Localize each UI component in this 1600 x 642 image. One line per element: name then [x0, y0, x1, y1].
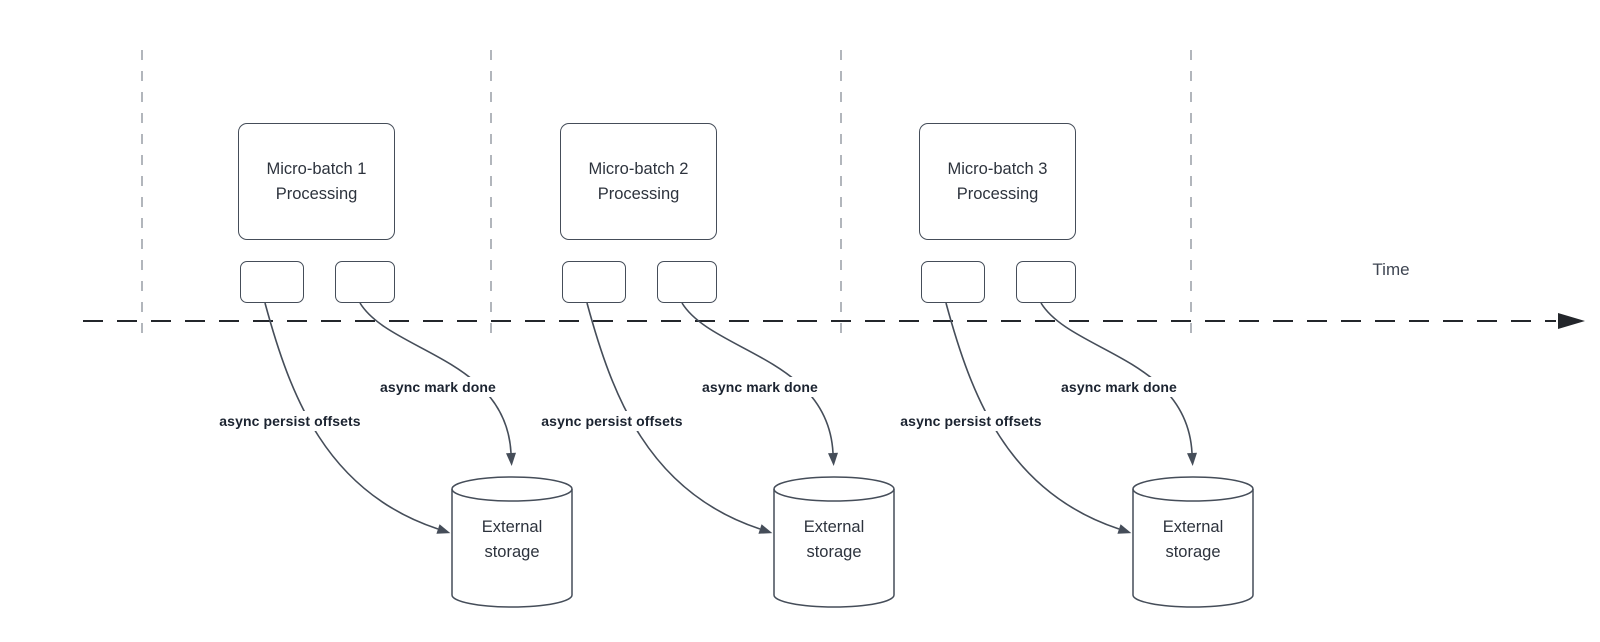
micro-batch-processing-box: Micro-batch 2 Processing — [560, 123, 717, 240]
task-box — [921, 261, 985, 303]
persist-offsets-label: async persist offsets — [190, 411, 390, 431]
task-box — [335, 261, 395, 303]
micro-batch-processing-box: Micro-batch 3 Processing — [919, 123, 1076, 240]
persist-offsets-label: async persist offsets — [512, 411, 712, 431]
persist-offsets-arrow — [264, 302, 451, 534]
external-storage-cylinder — [1132, 476, 1254, 608]
persist-offsets-arrow — [945, 302, 1132, 534]
micro-batch-processing-box: Micro-batch 1 Processing — [238, 123, 395, 240]
mark-done-arrow — [681, 302, 838, 466]
time-axis-arrowhead-icon — [1558, 313, 1585, 329]
persist-offsets-arrow — [586, 302, 773, 534]
task-box — [562, 261, 626, 303]
mark-done-arrow — [359, 302, 516, 466]
storage-label: External storage — [1162, 518, 1224, 561]
time-axis-label: Time — [1372, 260, 1410, 279]
storage-label: External storage — [803, 518, 865, 561]
external-storage-cylinder — [773, 476, 895, 608]
mark-done-arrow — [1040, 302, 1197, 466]
persist-offsets-label: async persist offsets — [871, 411, 1071, 431]
mark-done-label: async mark done — [338, 377, 538, 397]
task-box — [1016, 261, 1076, 303]
storage-label: External storage — [481, 518, 543, 561]
task-box — [240, 261, 304, 303]
task-box — [657, 261, 717, 303]
mark-done-label: async mark done — [1019, 377, 1219, 397]
mark-done-label: async mark done — [660, 377, 860, 397]
external-storage-cylinder — [451, 476, 573, 608]
